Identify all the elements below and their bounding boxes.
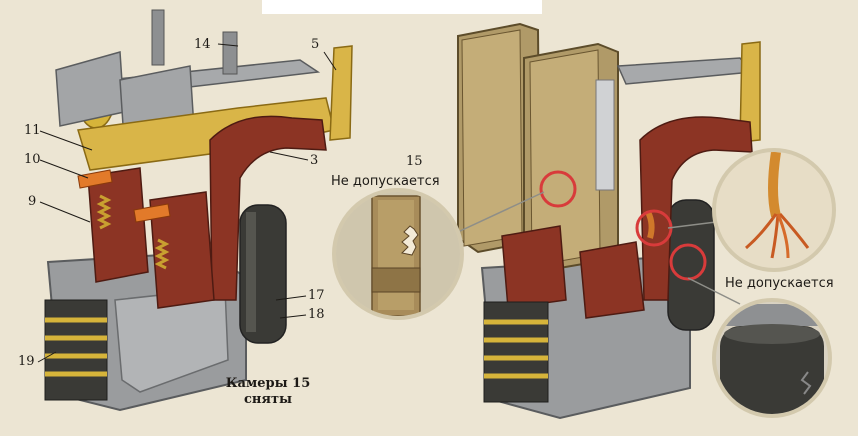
left-leader-lines xyxy=(37,43,337,363)
label-17: 17 xyxy=(308,288,325,303)
left-contactor xyxy=(44,9,353,412)
right-aux-contacts xyxy=(483,301,549,403)
label-15: 15 xyxy=(406,154,423,169)
label-3: 3 xyxy=(310,153,319,168)
blank-header-strip xyxy=(262,0,542,14)
right-coil xyxy=(667,199,715,331)
label-10: 10 xyxy=(24,152,41,167)
inset-coil xyxy=(712,298,832,418)
warning-right: Не допускается xyxy=(725,276,834,291)
callout-lines xyxy=(444,191,741,305)
left-bolt xyxy=(151,9,165,66)
left-copper-horn xyxy=(209,115,327,301)
label-18: 18 xyxy=(308,307,325,322)
inset-chamber-crack xyxy=(332,188,464,320)
left-aux-contacts xyxy=(44,299,108,401)
label-14: 14 xyxy=(194,37,211,52)
right-copper-horn xyxy=(639,116,753,301)
inset-frayed-lead xyxy=(712,148,836,272)
label-9: 9 xyxy=(28,194,37,209)
right-contactor xyxy=(457,22,761,420)
label-19: 19 xyxy=(18,354,35,369)
warning-top: Не допускается xyxy=(331,174,440,189)
defect-circle-coil xyxy=(669,243,707,281)
label-11: 11 xyxy=(24,123,41,138)
label-5: 5 xyxy=(311,37,320,52)
caption-line-1: Камеры 15 xyxy=(225,376,311,391)
defect-circle-chamber xyxy=(539,170,577,208)
caption: Камеры 15 сняты xyxy=(218,376,318,408)
caption-line-2: сняты xyxy=(243,392,293,407)
